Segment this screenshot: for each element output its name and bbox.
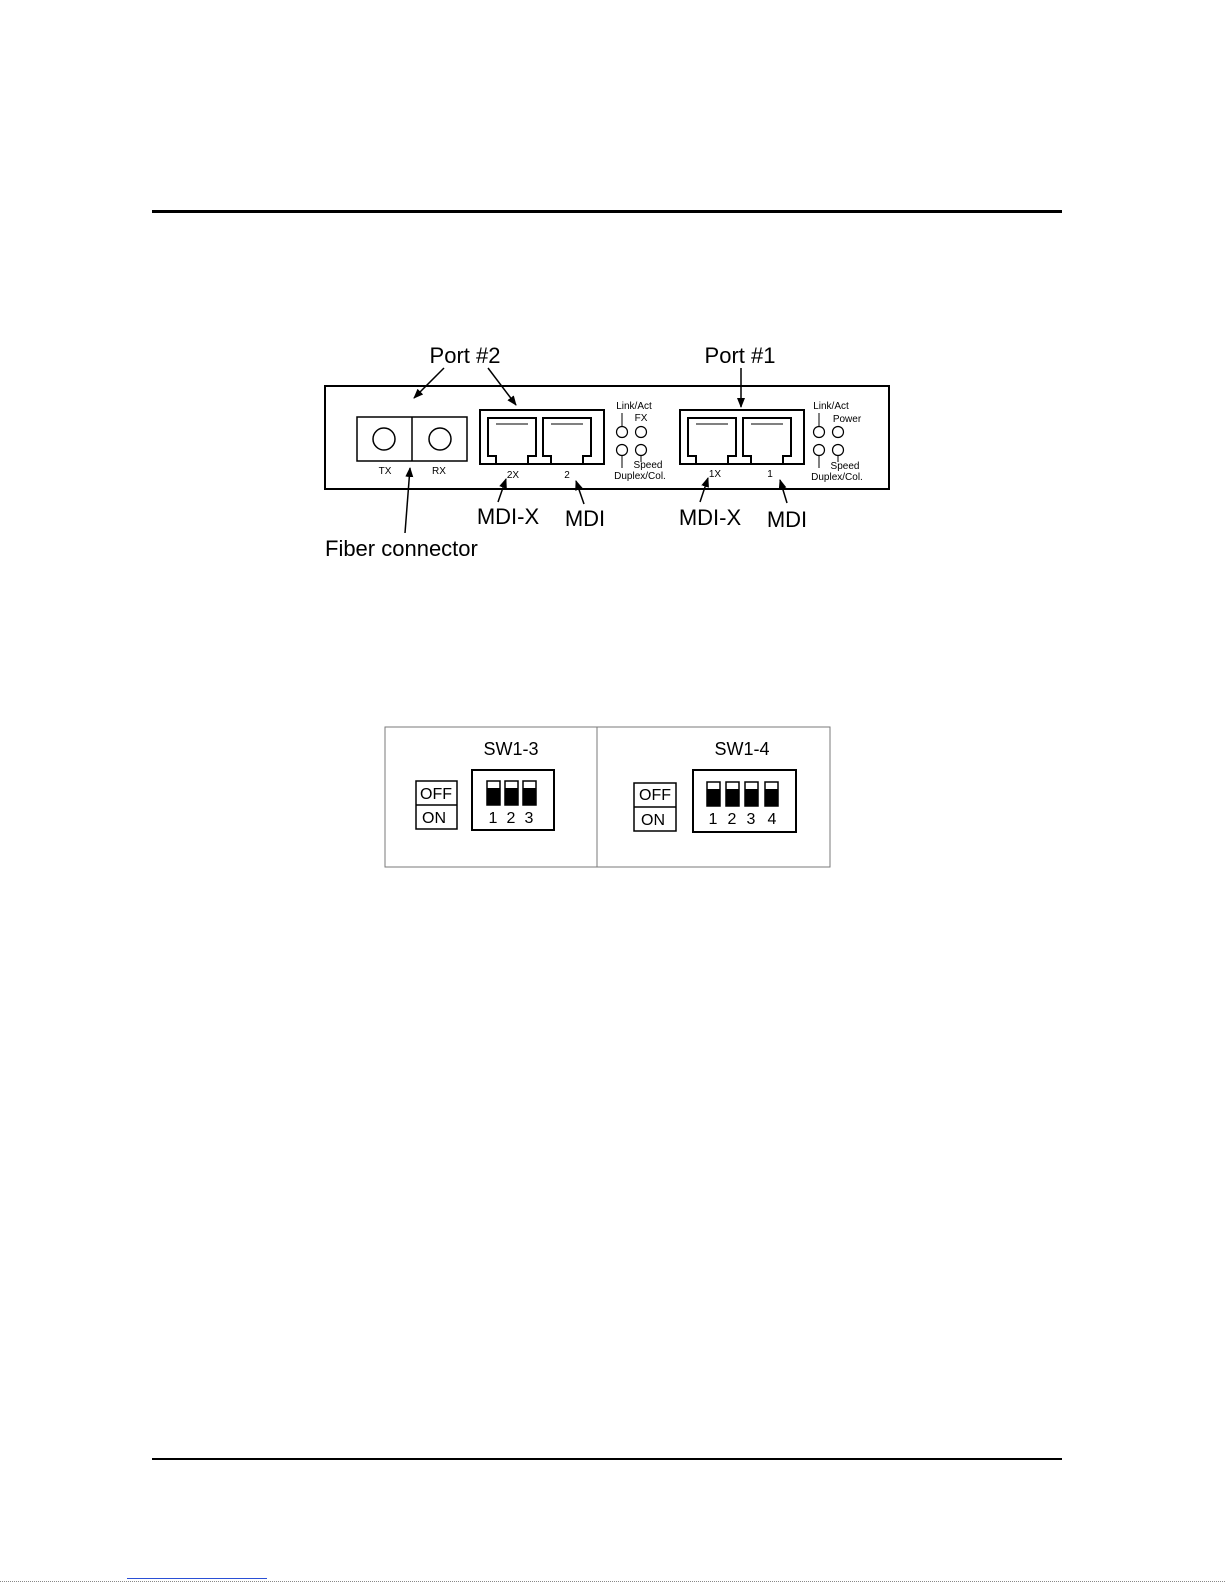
tx-port-icon: [373, 428, 395, 450]
sw1-3-number-3: 3: [525, 810, 534, 827]
port-1-speed-label: Speed: [831, 461, 860, 472]
sw1-4-toggle-3-knob: [745, 789, 758, 806]
port-2-duplex-label: Duplex/Col.: [614, 471, 666, 482]
sw1-4-off-label: OFF: [639, 787, 671, 804]
sw1-3-toggle-2-knob: [505, 788, 518, 805]
port-1-mdi-jack-icon: [743, 418, 791, 464]
sw1-4-toggle-2-knob: [726, 789, 739, 806]
sw1-4-number-2: 2: [728, 811, 737, 828]
sw1-4-number-4: 4: [768, 811, 777, 828]
sw1-4-title: SW1-4: [714, 739, 769, 759]
port-1-duplex-label: Duplex/Col.: [811, 472, 863, 483]
sw1-4-toggle-4-knob: [765, 789, 778, 806]
port-1-mdix-jack-icon: [688, 418, 736, 464]
sw1-3-toggle-3-knob: [523, 788, 536, 805]
rx-label: RX: [432, 466, 446, 477]
fx-led-icon: [636, 427, 647, 438]
port-1-mdi-callout: MDI: [767, 507, 807, 532]
speed-led-icon: [833, 445, 844, 456]
sw1-4-on-label: ON: [641, 812, 665, 829]
duplex-led-icon: [814, 445, 825, 456]
port-2-fx-label: FX: [635, 413, 648, 424]
sw1-3-number-1: 1: [489, 810, 498, 827]
duplex-led-icon: [617, 445, 628, 456]
port-2-speed-label: Speed: [634, 460, 663, 471]
port-1-link-act-label: Link/Act: [813, 401, 849, 412]
link-act-led-icon: [814, 427, 825, 438]
port-2-callout: Port #2: [430, 343, 501, 368]
front-panel-diagram: TX RX 2X 2 Link/Act FX Speed Duplex/Col.: [325, 343, 889, 561]
power-led-icon: [833, 427, 844, 438]
port-1-callout: Port #1: [705, 343, 776, 368]
sw1-3-on-label: ON: [422, 810, 446, 827]
sw1-4-number-3: 3: [747, 811, 756, 828]
sw1-4-toggle-1-knob: [707, 789, 720, 806]
port-2-link-act-label: Link/Act: [616, 401, 652, 412]
port-2-mdi-jack-icon: [543, 418, 591, 464]
port-2-mdix-mark: 2X: [507, 470, 520, 481]
port-2-mdix-callout: MDI-X: [477, 504, 540, 529]
port-2-mdi-callout: MDI: [565, 506, 605, 531]
fiber-connector-callout: Fiber connector: [325, 536, 478, 561]
port-1-mdix-mark: 1X: [709, 469, 722, 480]
tx-label: TX: [379, 466, 392, 477]
port-1-power-label: Power: [833, 414, 862, 425]
speed-led-icon: [636, 445, 647, 456]
sw1-3-number-2: 2: [507, 810, 516, 827]
port-1-mdi-mark: 1: [767, 469, 773, 480]
rx-port-icon: [429, 428, 451, 450]
link-act-led-icon: [617, 427, 628, 438]
port-2-mdi-mark: 2: [564, 470, 570, 481]
sw1-3-title: SW1-3: [483, 739, 538, 759]
port-1-mdix-callout: MDI-X: [679, 505, 742, 530]
dip-switch-diagram: SW1-3 OFF ON 1 2 3 SW1-4 OFF ON: [385, 727, 830, 867]
sw1-3-toggle-1-knob: [487, 788, 500, 805]
sw1-4-number-1: 1: [709, 811, 718, 828]
sw1-3-off-label: OFF: [420, 786, 452, 803]
port-2-mdix-jack-icon: [488, 418, 536, 464]
